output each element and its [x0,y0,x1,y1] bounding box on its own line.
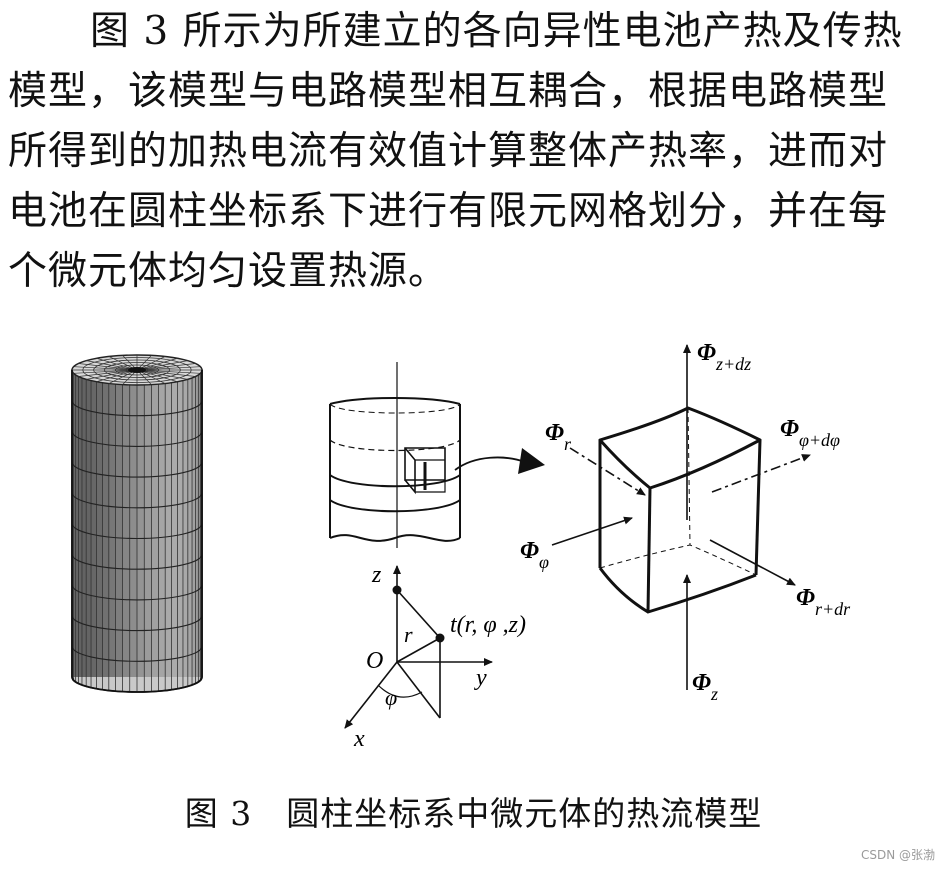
svg-text:Φr: Φr [545,420,572,454]
svg-text:Φz+dz: Φz+dz [697,340,751,374]
meshed-battery-cylinder [71,354,203,693]
flux-z-top-label: Φz+dz [697,340,751,374]
cut-cylinder-diagram [329,362,526,548]
flux-phi-out-label: Φφ+dφ [780,416,840,450]
origin-label: O [366,648,383,674]
svg-text:Φφ: Φφ [520,538,549,572]
flux-phi-in-label: Φφ [520,538,549,572]
y-axis-label: y [474,665,487,691]
figure-caption: 图 3 圆柱坐标系中微元体的热流模型 [184,794,763,833]
flux-r-out-label: Φr+dr [796,585,851,619]
flux-z-bottom-label: Φz [692,670,718,704]
paragraph-line: 所得到的加热电流有效值计算整体产热率，进而对 [8,129,889,174]
watermark: CSDN @张渤 [860,848,935,862]
r-label: r [404,622,413,647]
paragraph-line: 模型，该模型与电路模型相互耦合，根据电路模型 [8,69,889,114]
z-point-marker [392,585,402,595]
z-axis-label: z [371,562,382,588]
body-paragraph: 图 3 所示为所建立的各向异性电池产热及传热 模型，该模型与电路模型相互耦合，根… [8,2,938,302]
heat-flow-figure: z y x O r φ t(r, φ ,z) Φz+dz Φφ+dφ Φr Φφ… [71,340,851,752]
paragraph-line: 个微元体均匀设置热源。 [8,249,449,294]
flux-r-in-label: Φr [545,420,572,454]
paragraph-line: 电池在圆柱坐标系下进行有限元网格划分，并在每 [8,189,889,234]
volume-element [598,406,762,614]
point-t-label: t(r, φ ,z) [450,612,526,638]
svg-text:Φz: Φz [692,670,718,704]
phi-angle-label: φ [385,685,397,710]
svg-text:Φφ+dφ: Φφ+dφ [780,416,840,450]
paragraph-line: 图 3 所示为所建立的各向异性电池产热及传热 [90,9,903,54]
point-t-marker [435,633,445,643]
x-axis-label: x [353,726,365,752]
svg-text:Φr+dr: Φr+dr [796,585,851,619]
coordinate-axes [344,565,493,729]
